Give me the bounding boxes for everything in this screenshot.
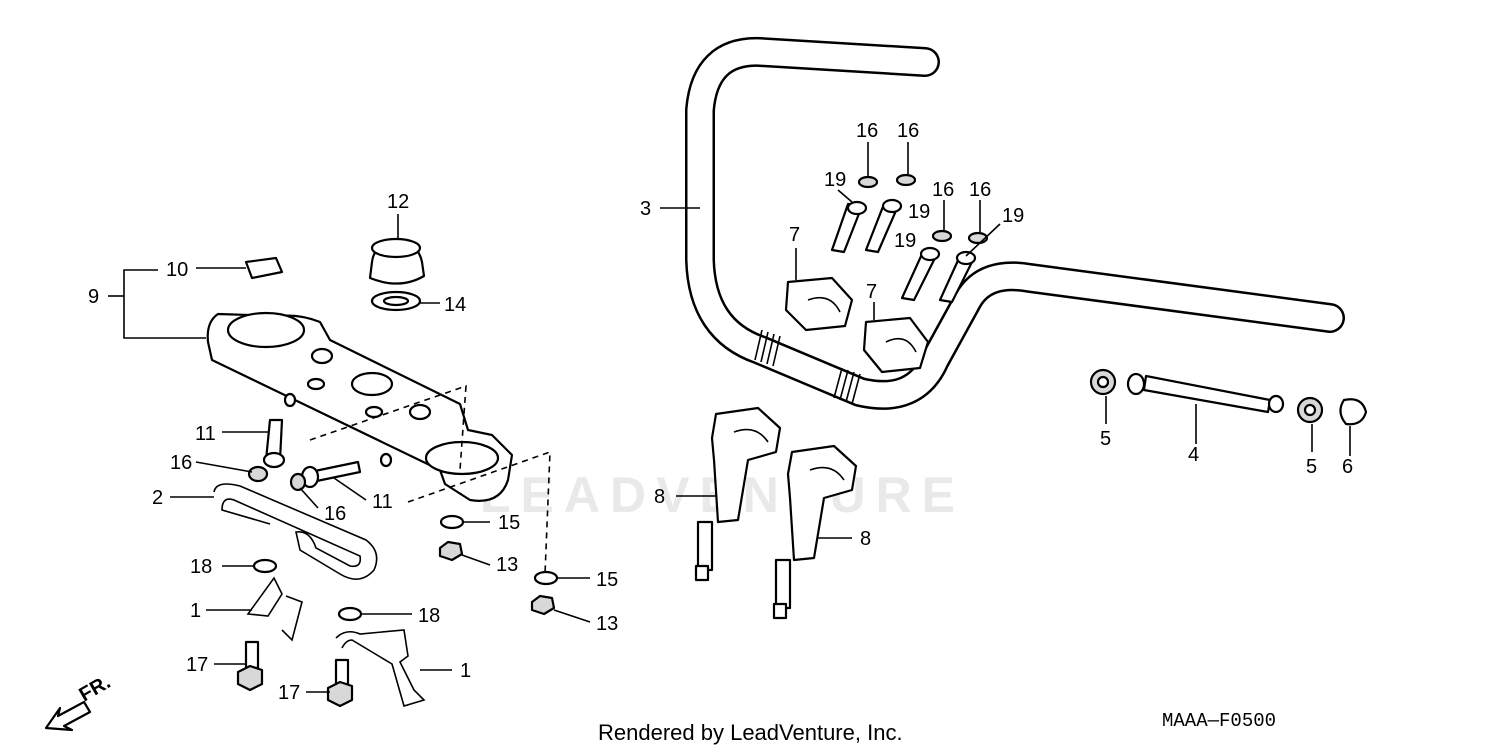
callout-2: 2 <box>152 487 163 509</box>
bolt-17-b <box>326 658 354 708</box>
callout-18a: 18 <box>190 556 212 578</box>
callout-16b: 16 <box>324 503 346 525</box>
callout-13a: 13 <box>496 554 518 576</box>
handlebar <box>685 36 1345 410</box>
weight-rod-4 <box>1126 372 1285 414</box>
knurl-right <box>833 367 861 405</box>
cap-10 <box>244 256 284 280</box>
callout-8a: 8 <box>654 486 665 508</box>
bridge-dashes <box>309 384 551 575</box>
washer-16-b <box>289 472 307 492</box>
callout-15a: 15 <box>498 512 520 534</box>
callout-16c: 16 <box>856 120 878 142</box>
bolt-19-b <box>864 198 903 254</box>
bolt-11-b <box>300 460 362 489</box>
render-credit: Rendered by LeadVenture, Inc. <box>598 720 903 745</box>
callout-4: 4 <box>1188 444 1199 466</box>
callout-16a: 16 <box>170 452 192 474</box>
callout-14: 14 <box>444 294 466 316</box>
lower-holder-right <box>772 444 858 620</box>
callout-17b: 17 <box>278 682 300 704</box>
callout-19b: 19 <box>908 201 930 223</box>
callout-labels: 9 10 12 14 11 16 2 16 11 15 13 15 13 18 … <box>88 120 1353 704</box>
front-direction-arrow: FR. <box>44 671 115 732</box>
callout-16e: 16 <box>932 179 954 201</box>
callout-9: 9 <box>88 286 99 308</box>
bolt-19-d <box>938 250 977 304</box>
callout-17a: 17 <box>186 654 208 676</box>
callout-19d: 19 <box>1002 205 1024 227</box>
callout-19c: 19 <box>894 230 916 252</box>
callout-13b: 13 <box>596 613 618 635</box>
stem-nut-12 <box>368 237 426 285</box>
callout-11b: 11 <box>372 491 393 513</box>
top-bridge <box>206 311 514 502</box>
knurl-left <box>754 329 781 367</box>
bolt-19-c <box>900 246 941 302</box>
weight-5-left <box>1089 368 1117 396</box>
washer-15-a <box>439 514 465 530</box>
callout-5b: 5 <box>1306 456 1317 478</box>
bolt-17-a <box>236 640 264 692</box>
diagram-code: MAAA—F0500 <box>1162 710 1276 732</box>
end-cap-6 <box>1339 398 1368 426</box>
callout-16d: 16 <box>897 120 919 142</box>
callout-1b: 1 <box>460 660 471 682</box>
callout-12: 12 <box>387 191 409 213</box>
nut-13-a <box>438 540 464 562</box>
upper-holder-left <box>784 276 854 332</box>
washer-18-a <box>252 558 278 574</box>
callout-16f: 16 <box>969 179 991 201</box>
callout-3: 3 <box>640 198 651 220</box>
bolt-11-a <box>262 418 286 469</box>
callout-11a: 11 <box>195 423 216 445</box>
callout-5a: 5 <box>1100 428 1111 450</box>
weight-5-right <box>1296 396 1324 424</box>
lower-holder-left <box>694 406 782 582</box>
callout-1a: 1 <box>190 600 201 622</box>
callout-7a: 7 <box>789 224 800 246</box>
direction-label: FR. <box>76 671 115 706</box>
callout-8b: 8 <box>860 528 871 550</box>
washer-18-b <box>337 606 363 622</box>
nut-13-b <box>530 594 556 616</box>
callout-19a: 19 <box>824 169 846 191</box>
callout-15b: 15 <box>596 569 618 591</box>
upper-holder-right <box>862 316 930 374</box>
clip-1-a <box>246 576 303 642</box>
washer-16-a <box>247 465 269 483</box>
callout-10: 10 <box>166 259 188 281</box>
bolt-19-a <box>830 200 868 254</box>
washer-15-b <box>533 570 559 586</box>
washer-14 <box>370 290 422 312</box>
callout-7b: 7 <box>866 281 877 303</box>
callout-18b: 18 <box>418 605 440 627</box>
callout-6: 6 <box>1342 456 1353 478</box>
leader-lines <box>108 142 1351 693</box>
clamp-2 <box>213 483 378 580</box>
clip-1-b <box>335 629 426 707</box>
